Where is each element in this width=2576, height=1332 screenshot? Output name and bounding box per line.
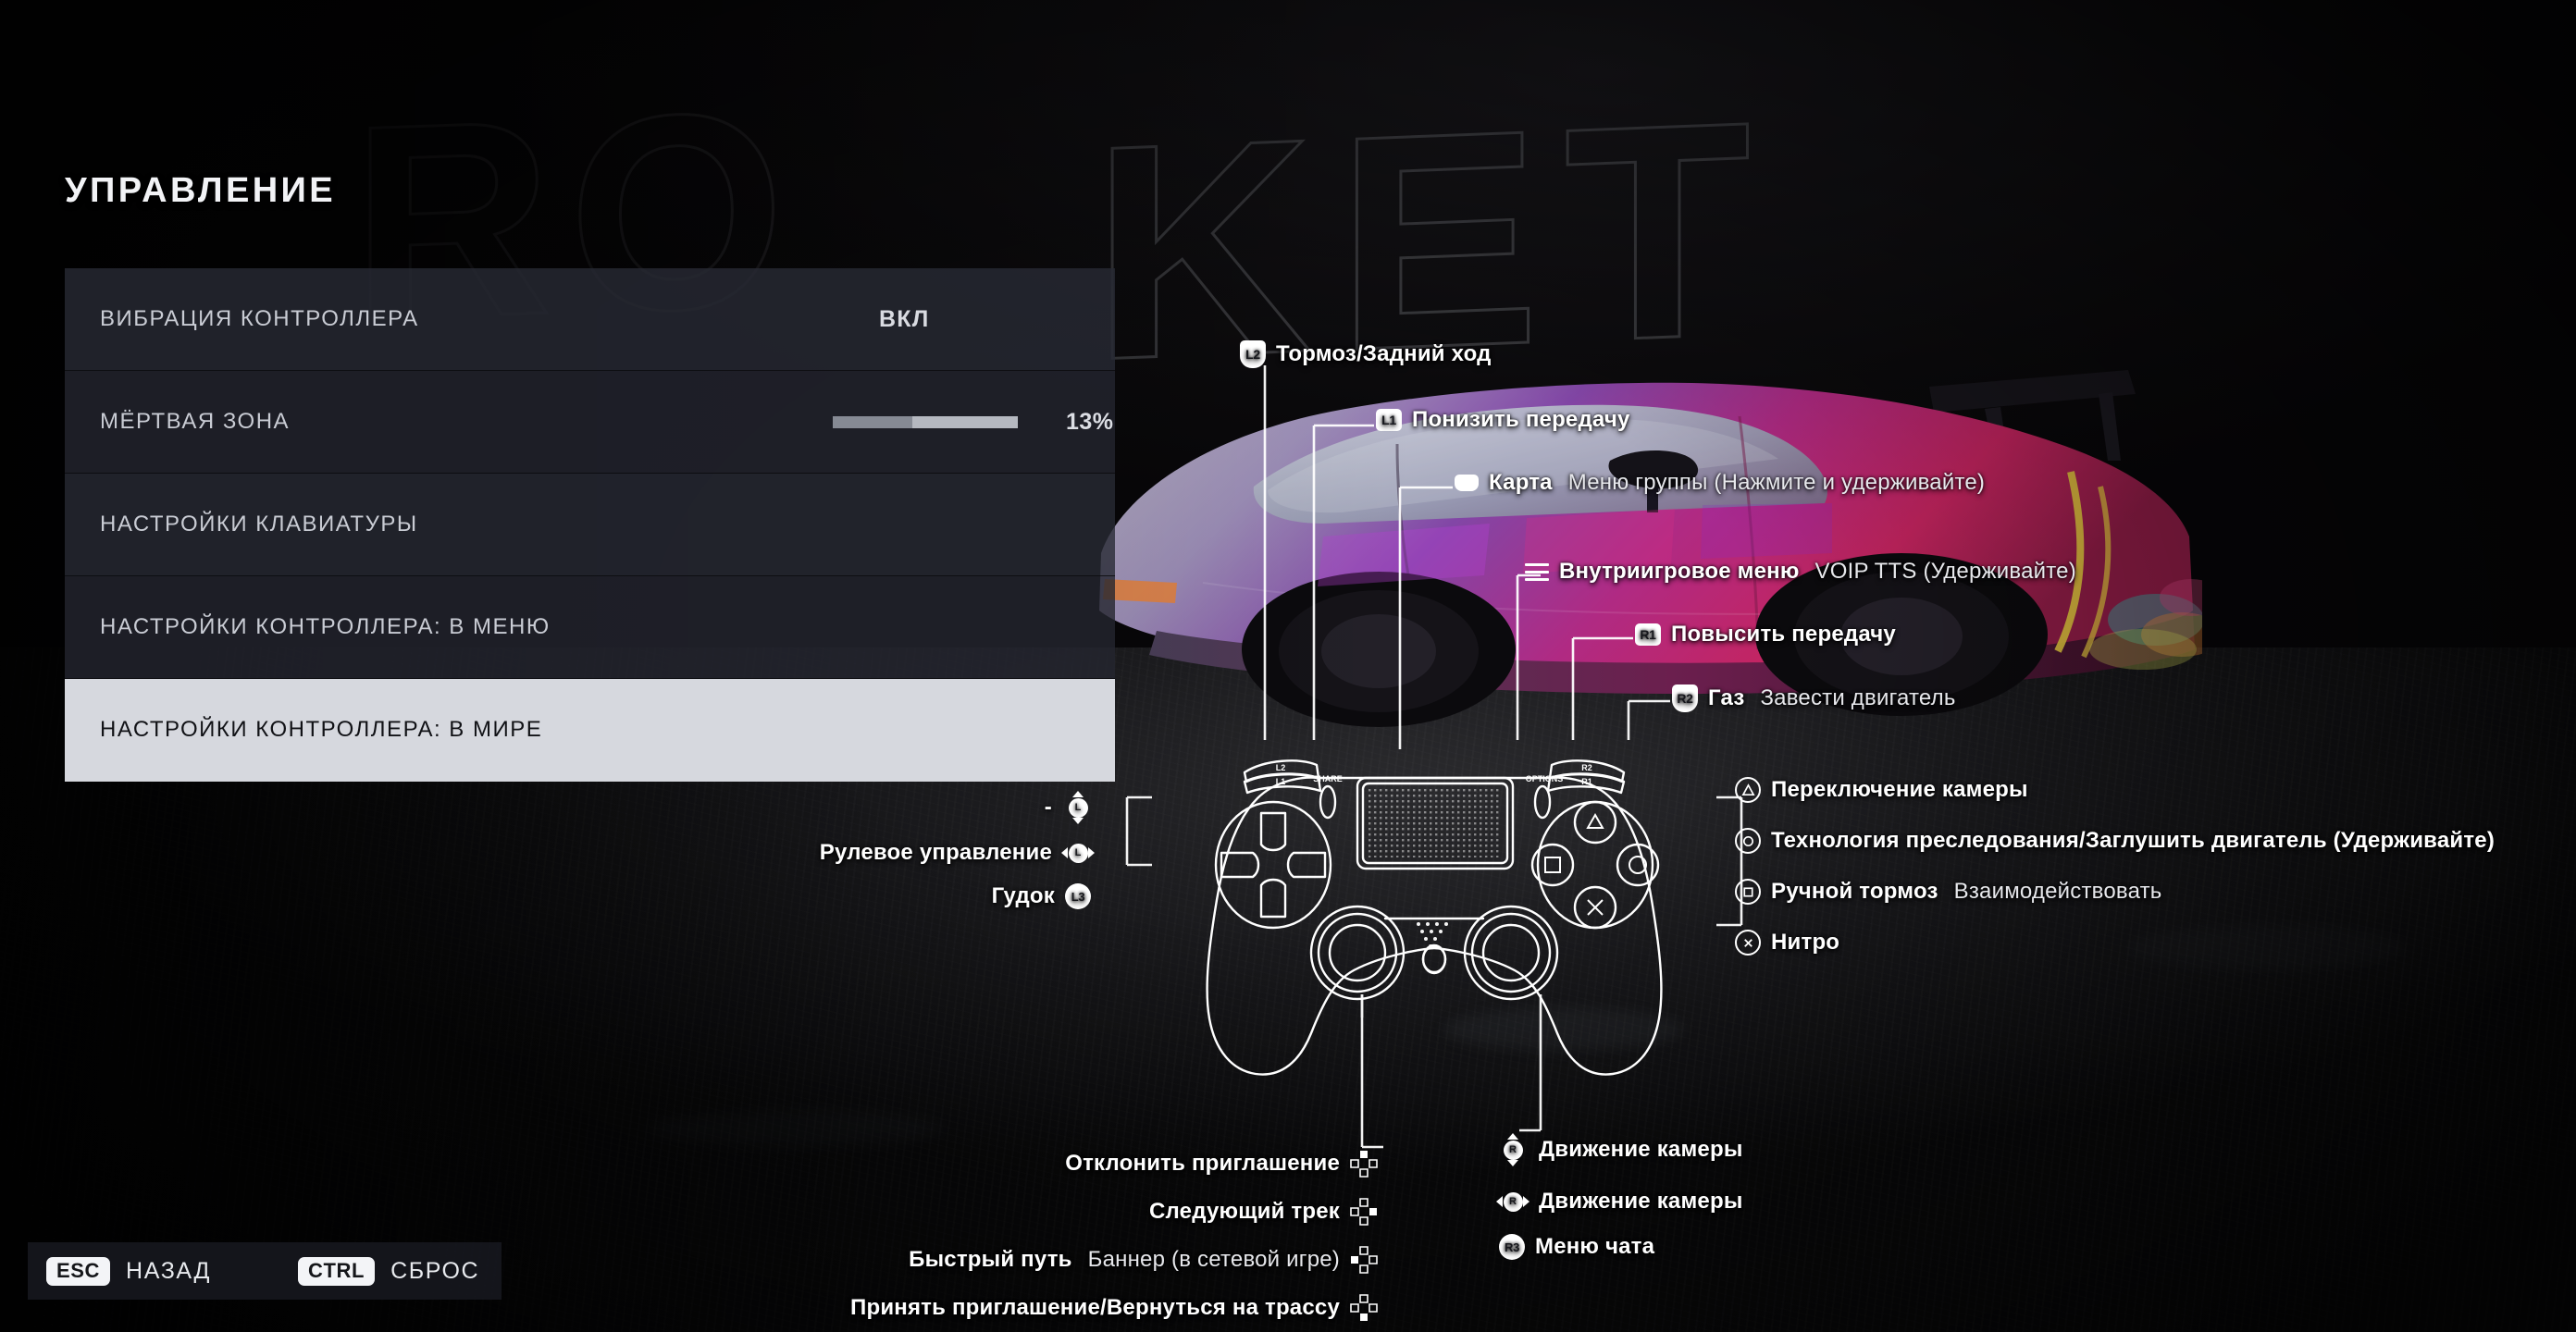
dpad-up-icon — [1350, 1150, 1378, 1178]
car-illustration — [1092, 305, 2202, 740]
key-hint-label: НАЗАД — [126, 1257, 212, 1284]
binding-label: - — [1044, 795, 1052, 820]
footer-key-hints: ESC НАЗАД CTRL СБРОС — [28, 1242, 502, 1300]
binding-label: Технология преследования/Заглушить двига… — [1771, 828, 2496, 853]
setting-label: НАСТРОЙКИ КОНТРОЛЛЕРА: В МЕНЮ — [100, 614, 551, 639]
right-stick-horizontal-icon: R — [1496, 1186, 1530, 1217]
binding-label: Следующий трек — [1149, 1199, 1340, 1224]
binding-label: Движение камеры — [1539, 1137, 1743, 1162]
right-stick-vertical-icon: R — [1497, 1133, 1529, 1166]
binding-l1: L1 Понизить передачу — [1376, 407, 1630, 433]
key-hint-back[interactable]: ESC НАЗАД — [46, 1256, 212, 1286]
binding-label-secondary: Взаимодействовать — [1953, 879, 2162, 904]
ctrl-keycap: CTRL — [298, 1256, 376, 1286]
binding-label: Повысить передачу — [1671, 622, 1896, 647]
binding-r1: R1 Повысить передачу — [1635, 622, 1896, 648]
triangle-button-icon — [1735, 777, 1761, 803]
pad-label-r2: R2 — [1581, 763, 1592, 772]
binding-right-stick-horizontal: R Движение камеры — [1496, 1186, 1743, 1217]
circle-button-icon — [1735, 828, 1761, 854]
binding-label-secondary: Завести двигатель — [1760, 685, 1956, 710]
binding-label-secondary: Баннер (в сетевой игре) — [1087, 1247, 1340, 1272]
r2-trigger-icon: R2 — [1672, 684, 1698, 712]
binding-r3: R3 Меню чата — [1499, 1234, 1654, 1260]
key-hint-label: СБРОС — [390, 1257, 480, 1284]
esc-keycap: ESC — [46, 1256, 111, 1286]
binding-label-secondary: VOIP TTS (Удерживайте) — [1814, 559, 2076, 584]
left-stick-vertical-icon: L — [1062, 791, 1094, 824]
dead-zone-slider-group[interactable]: 13% — [833, 409, 1114, 436]
key-hint-reset[interactable]: CTRL СБРОС — [298, 1256, 480, 1286]
dpad-right-icon — [1350, 1198, 1378, 1226]
binding-left-stick-vertical: L - — [1044, 791, 1094, 824]
page-title: УПРАВЛЕНИЕ — [65, 171, 337, 210]
setting-row-keyboard-settings[interactable]: НАСТРОЙКИ КЛАВИАТУРЫ — [65, 474, 1115, 576]
binding-label: Ручной тормоз — [1771, 879, 1938, 904]
binding-label: Рулевое управление — [819, 840, 1052, 865]
binding-dpad-left: Баннер (в сетевой игре) Быстрый путь — [909, 1246, 1378, 1274]
dpad-down-icon — [1350, 1294, 1378, 1322]
touchpad-icon — [1455, 475, 1479, 491]
binding-touchpad: Карта Меню группы (Нажмите и удерживайте… — [1455, 470, 1985, 496]
pad-label-share: SHARE — [1313, 774, 1343, 783]
binding-label: Тормоз/Задний ход — [1276, 341, 1492, 366]
setting-label: МЁРТВАЯ ЗОНА — [100, 409, 291, 434]
settings-list: ВИБРАЦИЯ КОНТРОЛЛЕРА ВКЛ МЁРТВАЯ ЗОНА 13… — [65, 268, 1115, 782]
dualshock-controller-illustration: L2 L1 R2 R1 SHARE OPTIONS — [1152, 745, 1716, 1092]
setting-row-controller-settings-menu[interactable]: НАСТРОЙКИ КОНТРОЛЛЕРА: В МЕНЮ — [65, 576, 1115, 679]
dead-zone-slider[interactable] — [833, 415, 1018, 428]
binding-label: Отклонить приглашение — [1065, 1151, 1340, 1176]
left-stick-horizontal-icon: L — [1061, 837, 1095, 869]
binding-l3: L3 Гудок — [992, 883, 1091, 909]
binding-left-stick-horizontal: L Рулевое управление — [819, 837, 1095, 869]
binding-triangle: Переключение камеры — [1735, 777, 2028, 803]
binding-square: Ручной тормоз Взаимодействовать — [1735, 879, 2162, 905]
setting-value-toggle[interactable]: ВКЛ — [879, 305, 930, 332]
binding-dpad-down: Принять приглашение/Вернуться на трассу — [850, 1294, 1378, 1322]
setting-label: НАСТРОЙКИ КЛАВИАТУРЫ — [100, 512, 418, 536]
binding-label: Меню чата — [1535, 1234, 1655, 1259]
setting-row-dead-zone[interactable]: МЁРТВАЯ ЗОНА 13% — [65, 371, 1115, 474]
dpad-left-icon — [1350, 1246, 1378, 1274]
binding-l2: L2 Тормоз/Задний ход — [1240, 340, 1492, 368]
binding-label: Принять приглашение/Вернуться на трассу — [850, 1295, 1340, 1320]
setting-row-controller-vibration[interactable]: ВИБРАЦИЯ КОНТРОЛЛЕРА ВКЛ — [65, 268, 1115, 371]
dead-zone-percent: 13% — [1066, 408, 1114, 435]
binding-label: Нитро — [1771, 930, 1840, 955]
binding-dpad-up: Отклонить приглашение — [1065, 1150, 1378, 1178]
l2-trigger-icon: L2 — [1240, 340, 1266, 368]
binding-circle: Технология преследования/Заглушить двига… — [1735, 828, 2495, 854]
pad-label-l2: L2 — [1276, 763, 1286, 772]
binding-label: Газ — [1708, 685, 1745, 710]
setting-row-controller-settings-world[interactable]: НАСТРОЙКИ КОНТРОЛЛЕРА: В МИРЕ — [65, 679, 1115, 782]
cross-button-icon — [1735, 930, 1761, 956]
binding-label: Гудок — [991, 883, 1055, 908]
binding-label: Быстрый путь — [909, 1247, 1072, 1272]
binding-cross: Нитро — [1735, 930, 1839, 956]
slider-fill — [833, 415, 912, 428]
puddle — [648, 1110, 944, 1147]
options-menu-icon — [1525, 562, 1549, 581]
binding-label: Внутриигровое меню — [1559, 559, 1800, 584]
binding-dpad-right: Следующий трек — [1149, 1198, 1378, 1226]
pad-label-l1: L1 — [1276, 777, 1286, 786]
binding-options: Внутриигровое меню VOIP TTS (Удерживайте… — [1525, 559, 2076, 585]
binding-label: Движение камеры — [1539, 1189, 1743, 1214]
binding-right-stick-vertical: R Движение камеры — [1497, 1133, 1743, 1166]
l1-bumper-icon: L1 — [1376, 409, 1402, 431]
pad-label-r1: R1 — [1581, 777, 1592, 786]
l3-press-icon: L3 — [1065, 883, 1091, 909]
r1-bumper-icon: R1 — [1635, 623, 1661, 646]
r3-press-icon: R3 — [1499, 1234, 1525, 1260]
setting-label: НАСТРОЙКИ КОНТРОЛЛЕРА: В МИРЕ — [100, 717, 543, 742]
binding-label-secondary: Меню группы (Нажмите и удерживайте) — [1567, 470, 1986, 495]
binding-label: Понизить передачу — [1412, 407, 1630, 432]
pad-label-options: OPTIONS — [1526, 774, 1564, 783]
binding-r2: R2 Газ Завести двигатель — [1672, 684, 1956, 712]
puddle — [2128, 925, 2406, 971]
binding-label: Переключение камеры — [1771, 777, 2028, 802]
setting-label: ВИБРАЦИЯ КОНТРОЛЛЕРА — [100, 306, 419, 331]
binding-label: Карта — [1489, 470, 1553, 495]
square-button-icon — [1735, 879, 1761, 905]
